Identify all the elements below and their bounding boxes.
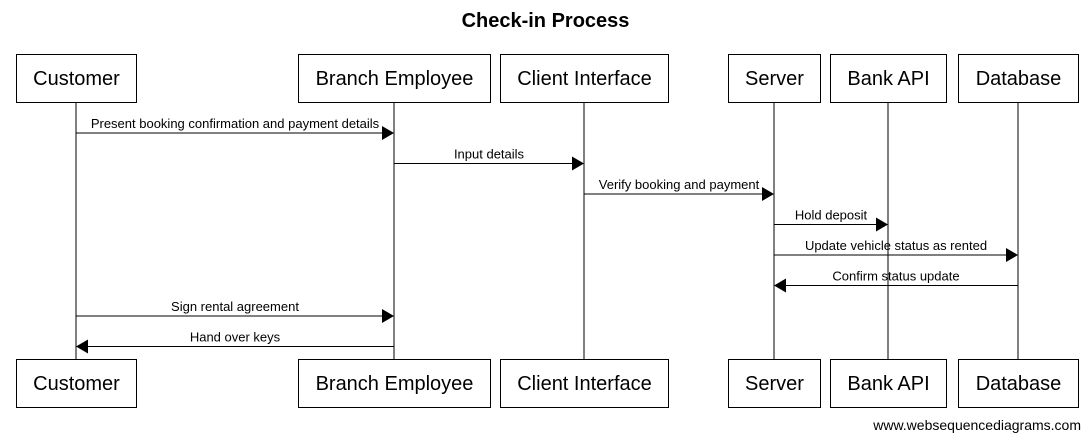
participant-box-bottom-branch	[298, 359, 491, 408]
message-label: Sign rental agreement	[171, 299, 299, 314]
footer-credit: www.websequencediagrams.com	[873, 417, 1081, 433]
participant-box-top-branch	[298, 54, 491, 103]
participant-label-bottom-bank: Bank API	[847, 373, 929, 395]
participant-box-bottom-client	[500, 359, 669, 408]
arrowhead-icon	[76, 339, 88, 354]
participant-box-bottom-db	[958, 359, 1079, 408]
arrowhead-icon	[876, 217, 888, 232]
participant-box-bottom-server	[728, 359, 821, 408]
arrowhead-icon	[774, 278, 786, 293]
participant-box-top-db	[958, 54, 1079, 103]
participant-box-bottom-customer	[16, 359, 137, 408]
participant-label-bottom-server: Server	[745, 373, 804, 395]
participant-label-bottom-client: Client Interface	[517, 373, 652, 395]
message-label: Hold deposit	[795, 208, 868, 223]
participant-label-bottom-customer: Customer	[33, 373, 120, 395]
participant-label-bottom-branch: Branch Employee	[316, 373, 474, 395]
arrowhead-icon	[1006, 248, 1018, 262]
message-label: Verify booking and payment	[599, 177, 760, 192]
participant-label-top-bank: Bank API	[847, 68, 929, 90]
participant-label-top-client: Client Interface	[517, 68, 652, 90]
message-label: Present booking confirmation and payment…	[91, 116, 380, 131]
message-label: Confirm status update	[832, 269, 959, 284]
arrowhead-icon	[382, 126, 394, 140]
participant-box-top-bank	[830, 54, 947, 103]
arrowhead-icon	[762, 187, 774, 201]
arrowhead-icon	[382, 309, 394, 323]
arrowhead-icon	[572, 156, 584, 171]
participant-label-top-branch: Branch Employee	[316, 68, 474, 90]
participant-label-bottom-db: Database	[976, 373, 1062, 395]
participant-label-top-customer: Customer	[33, 68, 120, 90]
participant-label-top-server: Server	[745, 68, 804, 90]
participant-box-top-client	[500, 54, 669, 103]
diagram-title: Check-in Process	[461, 10, 630, 32]
message-label: Update vehicle status as rented	[805, 238, 987, 253]
participant-label-top-db: Database	[976, 68, 1062, 90]
participant-box-top-server	[728, 54, 821, 103]
message-label: Hand over keys	[190, 330, 281, 345]
participant-box-bottom-bank	[830, 359, 947, 408]
message-label: Input details	[454, 147, 525, 162]
participant-box-top-customer	[16, 54, 137, 103]
